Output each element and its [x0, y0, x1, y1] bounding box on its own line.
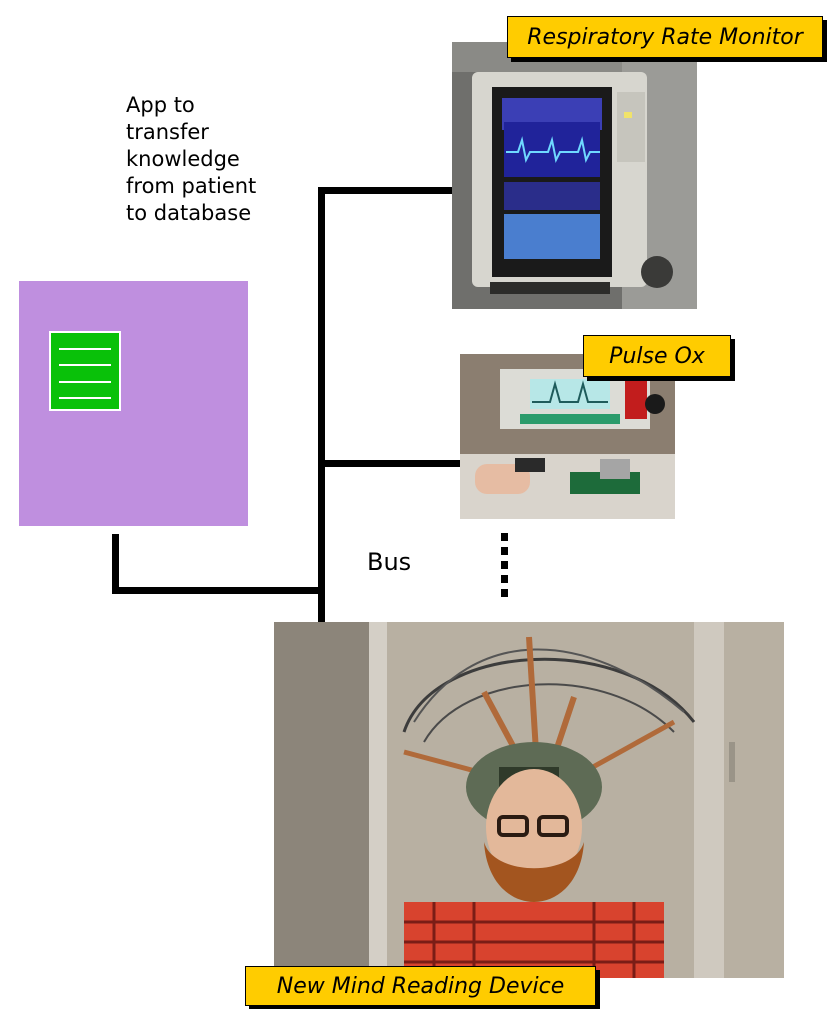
app-caption-line: transfer [126, 120, 209, 144]
document-icon [49, 331, 121, 411]
respiratory-monitor-photo [452, 42, 697, 309]
app-connector-vertical [112, 534, 119, 594]
app-caption-line: knowledge [126, 147, 240, 171]
pulse-ox-connector [318, 460, 460, 467]
mind-reading-device-photo [274, 622, 784, 978]
respiratory-connector [318, 187, 453, 194]
app-caption-line: from patient [126, 174, 257, 198]
mind-reading-device-label: New Mind Reading Device [245, 966, 596, 1006]
pulse-ox-photo [460, 354, 675, 519]
app-description: App to transfer knowledge from patient t… [126, 92, 296, 227]
respiratory-monitor-label: Respiratory Rate Monitor [507, 16, 823, 58]
app-connector-horizontal [112, 587, 325, 594]
app-caption-line: App to [126, 93, 195, 117]
bus-line [318, 187, 325, 624]
pulse-ox-label: Pulse Ox [583, 335, 731, 377]
bus-label: Bus [367, 548, 412, 576]
app-caption-line: to database [126, 201, 252, 225]
